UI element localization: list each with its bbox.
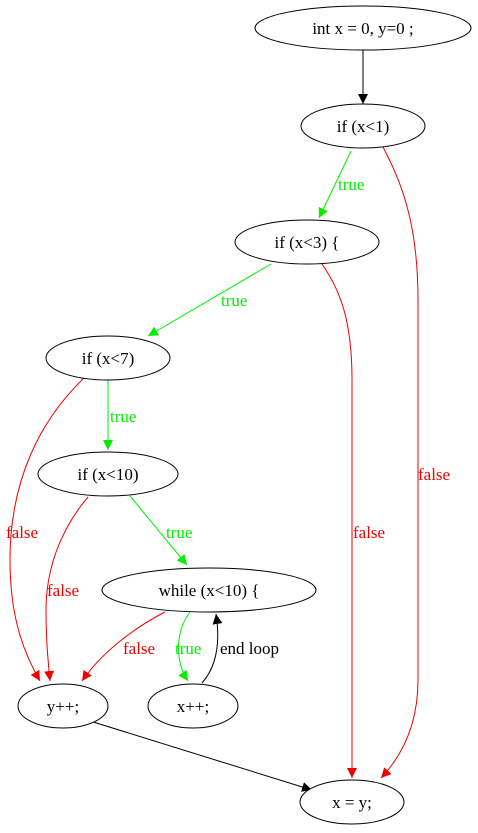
node-while-x-lt-10-label: while (x<10) { — [159, 581, 260, 600]
edge-if1-to-assign — [380, 146, 419, 779]
node-if-x-lt-10: if (x<10) — [37, 451, 179, 497]
edge-label-while-to-xinc: true — [175, 639, 201, 658]
node-x-increment-label: x++; — [177, 697, 209, 716]
edge-yinc-to-assign — [89, 720, 313, 792]
node-if-x-lt-3: if (x<3) { — [234, 219, 380, 265]
node-if-x-lt-1-label: if (x<1) — [337, 117, 390, 136]
node-while-x-lt-10: while (x<10) { — [101, 567, 317, 613]
edge-label-xinc-to-while: end loop — [220, 639, 279, 658]
node-y-increment: y++; — [17, 683, 109, 729]
node-x-assign-y: x = y; — [299, 779, 405, 825]
node-if-x-lt-1: if (x<1) — [300, 103, 426, 149]
node-y-increment-label: y++; — [47, 697, 79, 716]
node-if-x-lt-7: if (x<7) — [45, 335, 171, 381]
node-init-label: int x = 0, y=0 ; — [312, 19, 413, 38]
node-x-assign-y-label: x = y; — [332, 793, 372, 812]
edge-label-if1-to-assign: false — [418, 465, 450, 484]
node-x-increment: x++; — [147, 683, 239, 729]
edge-xinc-to-while — [201, 613, 223, 684]
edge-while-to-yinc — [81, 611, 166, 682]
edge-if3-to-assign — [321, 263, 357, 778]
edge-label-while-to-yinc: false — [123, 639, 155, 658]
edge-label-if7-to-yinc: false — [6, 523, 38, 542]
edge-if1-to-if3 — [318, 150, 352, 219]
edge-if7-to-yinc — [9, 376, 86, 682]
edge-if10-to-yinc — [44, 496, 89, 682]
edge-label-if1-to-if3: true — [338, 175, 364, 194]
edge-label-if3-to-assign: false — [353, 523, 385, 542]
edge-if10-to-while — [129, 495, 188, 566]
edge-label-if10-to-while: true — [166, 523, 192, 542]
edge-label-if7-to-if10: true — [110, 407, 136, 426]
edge-label-if10-to-yinc: false — [47, 581, 79, 600]
edge-while-to-xinc — [177, 611, 191, 682]
node-if-x-lt-3-label: if (x<3) { — [275, 233, 340, 252]
edge-label-if3-to-if7: true — [221, 291, 247, 310]
edge-if3-to-if7 — [147, 263, 272, 337]
node-init: int x = 0, y=0 ; — [254, 5, 472, 51]
node-if-x-lt-10-label: if (x<10) — [77, 465, 138, 484]
node-if-x-lt-7-label: if (x<7) — [82, 349, 135, 368]
